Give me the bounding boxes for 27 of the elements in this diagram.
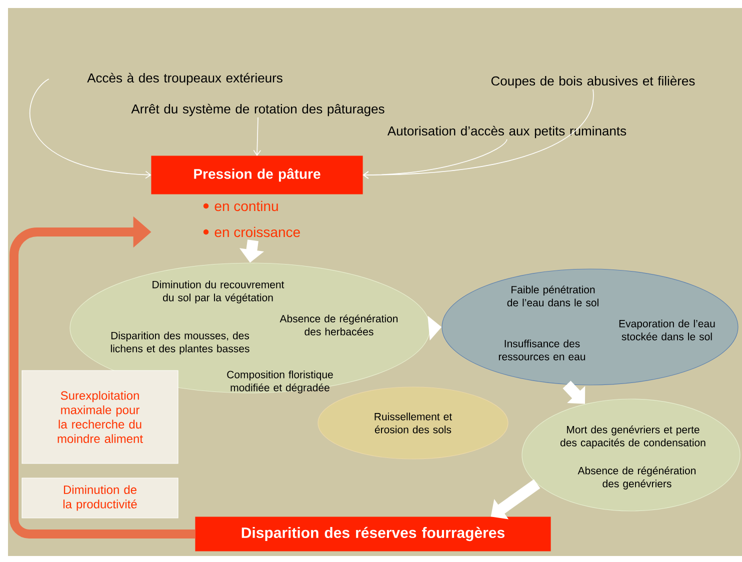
note-box: Surexploitation maximale pour la recherche du moindre aliment — [22, 370, 178, 464]
effect-text: Ruissellement et érosion des sols — [374, 412, 452, 434]
effect-text: Disparition des mousses, des lichens et des plantes basses — [110, 332, 250, 354]
title-box: Disparition des réserves fourragères — [195, 516, 551, 552]
effect-text: Diminution du recouvrement du sol par la végétation — [152, 280, 284, 304]
bullet-item: en continu — [203, 200, 278, 212]
ellipse — [522, 398, 740, 512]
cause-text: Coupes de bois abusives et filières — [491, 76, 695, 88]
effect-text: Evaporation de l’eau stockée dans le sol — [619, 320, 715, 340]
ellipse — [442, 268, 738, 386]
cause-text: Accès à des troupeaux extérieurs — [87, 72, 282, 86]
note-box: Diminution de la productivité — [22, 478, 178, 518]
cause-text: Arrêt du système de rotation des pâturages — [131, 104, 384, 116]
cause-text: Autorisation d’accès aux petits ruminants — [387, 126, 626, 138]
effect-text: Mort des genévriers et perte des capacités de condensation — [560, 426, 706, 448]
block-arrow — [562, 380, 586, 404]
arrow — [253, 116, 262, 156]
effect-text: Insuffisance des ressources en eau — [498, 340, 586, 360]
feedback-arrow — [10, 216, 196, 538]
effect-text: Composition floristique modifiée et dégradée — [227, 370, 333, 394]
effect-text: Absence de régénération des genévriers — [578, 466, 696, 490]
arrow — [30, 78, 152, 179]
arrow — [362, 138, 508, 179]
effect-text: Faible pénétration de l’eau dans le sol — [507, 286, 598, 306]
title-box: Pression de pâture — [151, 156, 363, 194]
effect-text: Absence de régénération des herbacées — [280, 314, 398, 336]
bullet-item: en croissance — [203, 226, 300, 238]
